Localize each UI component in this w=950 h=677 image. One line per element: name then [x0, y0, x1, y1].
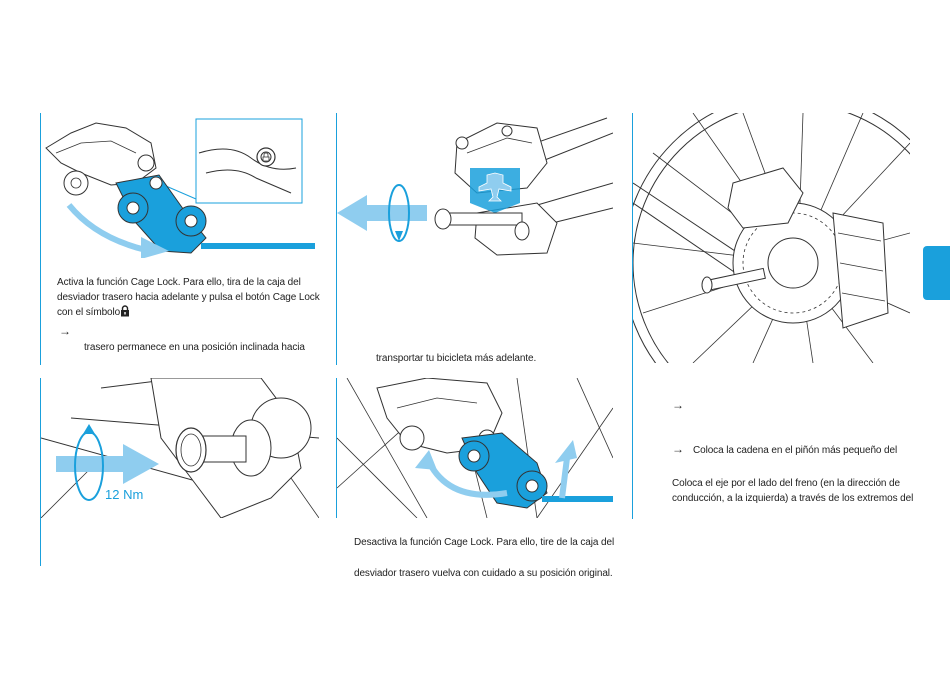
lock-icon — [120, 305, 130, 317]
section-tab — [923, 246, 950, 300]
panel-3-chain-instruction: Coloca la cadena en el piñón más pequeño… — [693, 445, 898, 456]
panel-1-instruction-line-2: desviador trasero hacia adelante y pulsa… — [57, 292, 320, 303]
panel-4-illustration — [41, 378, 319, 518]
panel-1-result-arrow: → — [59, 324, 71, 338]
panel-3-instruction-line-1: Coloca el eje por el lado del freno (en … — [672, 478, 900, 489]
panel-5-instruction-line-2: desviador trasero vuelva con cuidado a s… — [354, 568, 613, 579]
panel-1-result-text: trasero permanece en una posición inclin… — [84, 342, 305, 353]
panel-1-border — [40, 113, 41, 365]
panel-2-border — [336, 113, 337, 365]
panel-3-result-arrow-2: → — [672, 442, 684, 456]
panel-2-instruction-line: transportar tu bicicleta más adelante. — [376, 353, 537, 364]
panel-3-instruction-line-2: conducción, a la izquierda) a través de … — [672, 493, 914, 504]
panel-5-illustration — [337, 378, 613, 518]
panel-5-border — [336, 378, 337, 518]
panel-3-result-arrow-1: → — [672, 398, 684, 412]
panel-1-instruction-line-1: Activa la función Cage Lock. Para ello, … — [57, 277, 301, 288]
torque-value: 12 Nm — [105, 487, 144, 502]
panel-1-illustration — [41, 113, 315, 258]
panel-3-illustration — [633, 113, 910, 363]
panel-4-border — [40, 378, 41, 566]
panel-5-instruction-line-1: Desactiva la función Cage Lock. Para ell… — [354, 537, 615, 548]
panel-2-illustration — [337, 113, 613, 258]
panel-1-instruction-line-3: con el símbolo — [57, 307, 121, 318]
panel-3-border — [632, 113, 633, 519]
